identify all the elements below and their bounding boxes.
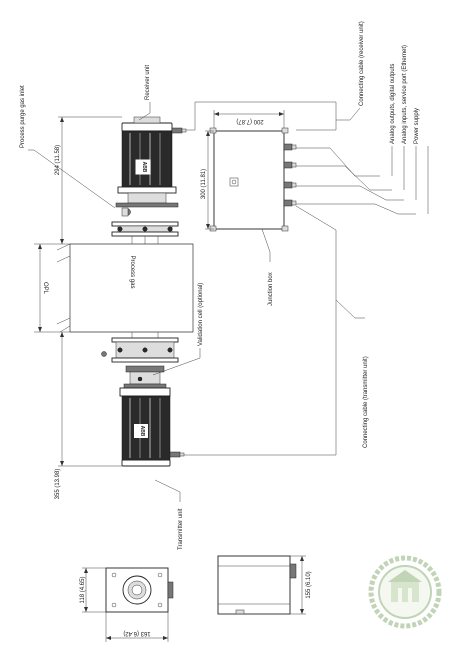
receiver-unit: ABB <box>111 116 187 244</box>
watermark-seal-icon <box>368 555 442 629</box>
box-side-view: 155 (6.10) <box>217 555 312 615</box>
label-analog-outputs: Analog outputs, digital outputs <box>390 64 396 144</box>
label-junction-box: Junction box <box>268 272 274 306</box>
label-receiver-unit: Receiver unit <box>145 65 151 100</box>
transmitter-height-label: 355 (13.98) <box>55 469 61 500</box>
process-gas-label: Process gas <box>129 255 135 288</box>
receiver-abb-logo: ABB <box>141 162 147 173</box>
jbox-height-label: 300 (11.81) <box>201 169 207 199</box>
label-analog-inputs: Analog inputs, service port (Ethernet) <box>402 45 408 144</box>
jbox-height-dimension: 300 (11.81) <box>201 130 214 230</box>
label-power-supply: Power supply <box>414 108 420 144</box>
label-transmitter-unit: Transmitter unit <box>178 508 184 550</box>
transmitter-height-dimension: 355 (13.98) <box>55 332 122 499</box>
opl-dimension: OPL <box>34 243 57 333</box>
receiver-height-dimension: 294 (11.58) <box>55 116 122 244</box>
junction-box <box>209 127 297 232</box>
cables <box>184 101 416 456</box>
callout-labels: Process purge gas inlet Receiver unit Co… <box>20 21 420 550</box>
transmitter-unit: ABB <box>101 332 185 467</box>
flange-163-label: 163 (6.42) <box>123 630 150 636</box>
receiver-height-label: 294 (11.58) <box>55 145 61 175</box>
process-duct: Process gas <box>56 243 194 333</box>
opl-label: OPL <box>42 282 48 295</box>
box-155-label: 155 (6.10) <box>306 571 312 598</box>
jbox-width-label: 200 (7.87) <box>236 118 263 124</box>
callout-leaders <box>28 102 429 502</box>
label-connecting-cable-transmitter: Connecting cable (transmitter unit) <box>363 356 369 448</box>
label-connecting-cable-receiver: Connecting cable (receiver unit) <box>359 21 365 106</box>
label-validation-cell: Validation cell (optional) <box>198 283 204 346</box>
flange-118-label: 118 (4.65) <box>80 577 86 604</box>
jbox-width-dimension: 200 (7.87) <box>213 110 285 128</box>
label-process-purge-gas-inlet: Process purge gas inlet <box>20 85 26 148</box>
transmitter-abb-logo: ABB <box>139 426 145 437</box>
flange-view: 118 (4.65) 163 (6.42) <box>80 567 174 642</box>
